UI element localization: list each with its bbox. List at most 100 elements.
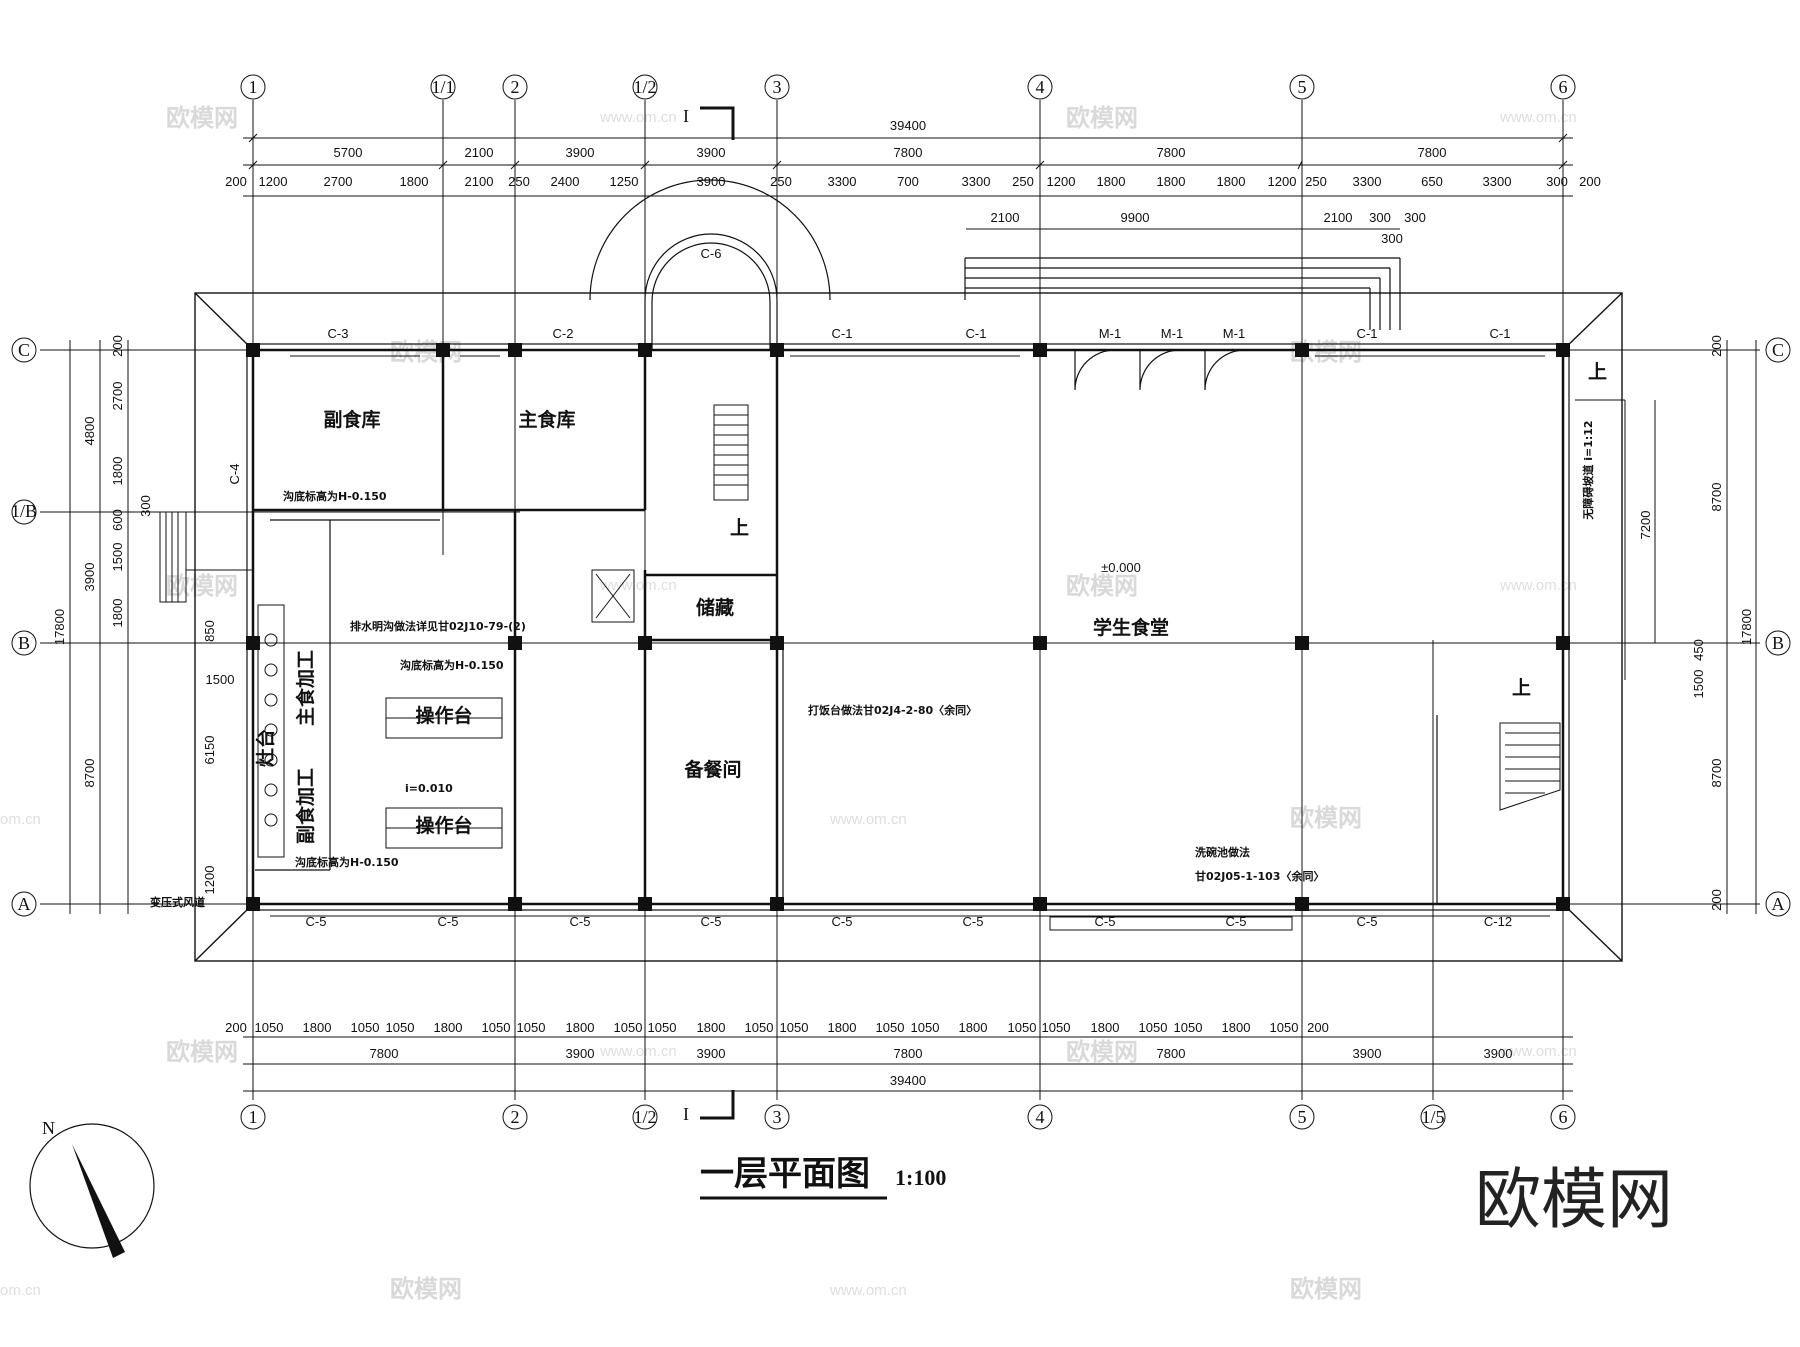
dim: 1050 bbox=[482, 1020, 511, 1035]
window-label: C-5 bbox=[306, 914, 327, 929]
drawing-title: 一层平面图 bbox=[700, 1154, 870, 1194]
slope-note: i=0.010 bbox=[405, 782, 453, 795]
room-labels: 副食库 主食库 储藏 学生食堂 备餐间 灶台 主食加工 副食加工 操作台 操作台 bbox=[254, 408, 1169, 844]
notes: ±0.000 无障碍坡道 i=1:12 上 上 上 打饭台做法甘02J4-2-8… bbox=[150, 361, 1607, 909]
dim: 1250 bbox=[610, 174, 639, 189]
dim: 7800 bbox=[1157, 145, 1186, 160]
dim: 200 bbox=[1709, 335, 1724, 357]
axis-label: 5 bbox=[1298, 77, 1307, 97]
dim: 1050 bbox=[386, 1020, 415, 1035]
dim: 450 bbox=[1691, 639, 1706, 661]
dim: 5700 bbox=[334, 145, 363, 160]
dim: 2100 bbox=[465, 145, 494, 160]
section-marks: I I bbox=[683, 106, 735, 1124]
dim: 1050 bbox=[1008, 1020, 1037, 1035]
window-label: C-5 bbox=[701, 914, 722, 929]
window-label: C-5 bbox=[570, 914, 591, 929]
elevation-mark: ±0.000 bbox=[1101, 560, 1141, 575]
dim: 3900 bbox=[697, 145, 726, 160]
windows-bottom bbox=[270, 903, 1550, 917]
dim: 1200 bbox=[259, 174, 288, 189]
dim: 1050 bbox=[876, 1020, 905, 1035]
watermark-layer: 欧模网 欧模网 www.om.cn www.om.cn 欧模网 欧模网 欧模网 … bbox=[0, 104, 1577, 1303]
room-serving: 备餐间 bbox=[683, 758, 741, 781]
dimension-right bbox=[1654, 340, 1757, 914]
dim-overall-top: 39400 bbox=[890, 118, 926, 133]
dim: 650 bbox=[1421, 174, 1443, 189]
axis-label: 5 bbox=[1298, 1107, 1307, 1127]
dish-sink-ref: 甘02J05-1-103〈余同〉 bbox=[1195, 869, 1324, 883]
dim: 1500 bbox=[206, 672, 235, 687]
dim: 250 bbox=[770, 174, 792, 189]
room-non-staple-processing: 副食加工 bbox=[294, 768, 317, 844]
section-mark: I bbox=[683, 106, 689, 126]
dim: 1200 bbox=[1047, 174, 1076, 189]
dim: 7800 bbox=[370, 1046, 399, 1061]
axis-label: 1/2 bbox=[633, 1107, 656, 1127]
windows-top bbox=[290, 343, 1545, 357]
dim: 200 bbox=[110, 335, 125, 357]
dim: 1050 bbox=[1042, 1020, 1071, 1035]
watermark-url: www.om.cn bbox=[1499, 1043, 1577, 1060]
dim: 1050 bbox=[1139, 1020, 1168, 1035]
window-label: C-1 bbox=[1357, 326, 1378, 341]
dim: 1200 bbox=[202, 866, 217, 895]
dim: 3300 bbox=[1483, 174, 1512, 189]
dim: 7800 bbox=[1418, 145, 1447, 160]
axis-label: 1/1 bbox=[431, 77, 454, 97]
roof-outline bbox=[194, 292, 1623, 962]
dim: 1800 bbox=[828, 1020, 857, 1035]
dim: 300 bbox=[1546, 174, 1568, 189]
axis-label: 4 bbox=[1036, 77, 1045, 97]
watermark-url: www.om.cn bbox=[599, 109, 677, 126]
axis-label: A bbox=[18, 894, 31, 914]
dim: 1800 bbox=[1097, 174, 1126, 189]
dim: 200 bbox=[225, 1020, 247, 1035]
window-labels-top: C-3 C-2 C-6 C-1 C-1 C-1 C-1 C-4 bbox=[227, 246, 1510, 484]
dim: 700 bbox=[897, 174, 919, 189]
window-label: C-2 bbox=[553, 326, 574, 341]
dim: 2400 bbox=[551, 174, 580, 189]
dim: 300 bbox=[138, 495, 153, 517]
axis-label: 1/B bbox=[11, 501, 37, 521]
dim: 250 bbox=[1305, 174, 1327, 189]
room-stove: 灶台 bbox=[254, 729, 277, 767]
watermark: 欧模网 bbox=[390, 338, 462, 366]
dimension-left bbox=[69, 340, 129, 914]
window-label: C-12 bbox=[1484, 914, 1512, 929]
axis-label: 1/2 bbox=[633, 77, 656, 97]
dim: 8700 bbox=[1709, 483, 1724, 512]
axis-label: 3 bbox=[773, 1107, 782, 1127]
dim: 1050 bbox=[648, 1020, 677, 1035]
window-label: C-1 bbox=[832, 326, 853, 341]
dim: 850 bbox=[202, 620, 217, 642]
dim: 200 bbox=[225, 174, 247, 189]
watermark-url: www.om.cn bbox=[599, 1043, 677, 1060]
window-label: C-5 bbox=[438, 914, 459, 929]
counter-note: 打饭台做法甘02J4-2-80〈余同〉 bbox=[808, 703, 977, 717]
dim: 2100 bbox=[991, 210, 1020, 225]
transformer-note: 变压式风道 bbox=[150, 895, 205, 909]
dim: 1800 bbox=[566, 1020, 595, 1035]
window-label: C-1 bbox=[1490, 326, 1511, 341]
room-staple-processing: 主食加工 bbox=[294, 650, 317, 726]
watermark-url: www.om.cn bbox=[829, 1282, 907, 1299]
dim: 4800 bbox=[82, 417, 97, 446]
dim: 1050 bbox=[614, 1020, 643, 1035]
dimension-right-text: 17800 8700 8700 200 200 7200 1500 450 bbox=[1638, 335, 1754, 911]
dimension-bottom bbox=[243, 1036, 1573, 1092]
axis-bubbles-side: C 1/B B A C B A bbox=[11, 337, 1791, 917]
room-storage: 储藏 bbox=[696, 596, 734, 619]
dim: 3300 bbox=[1353, 174, 1382, 189]
dim: 3300 bbox=[828, 174, 857, 189]
window-label: C-5 bbox=[832, 914, 853, 929]
dim: 600 bbox=[110, 509, 125, 531]
dim: 7800 bbox=[894, 145, 923, 160]
watermark-url: www.om.cn bbox=[1499, 109, 1577, 126]
window-label: C-1 bbox=[966, 326, 987, 341]
axis-label: B bbox=[18, 633, 30, 653]
watermark: 欧模网 bbox=[1066, 572, 1138, 600]
door-labels-m1: M-1 M-1 M-1 bbox=[1099, 326, 1245, 341]
dim: 1800 bbox=[1091, 1020, 1120, 1035]
